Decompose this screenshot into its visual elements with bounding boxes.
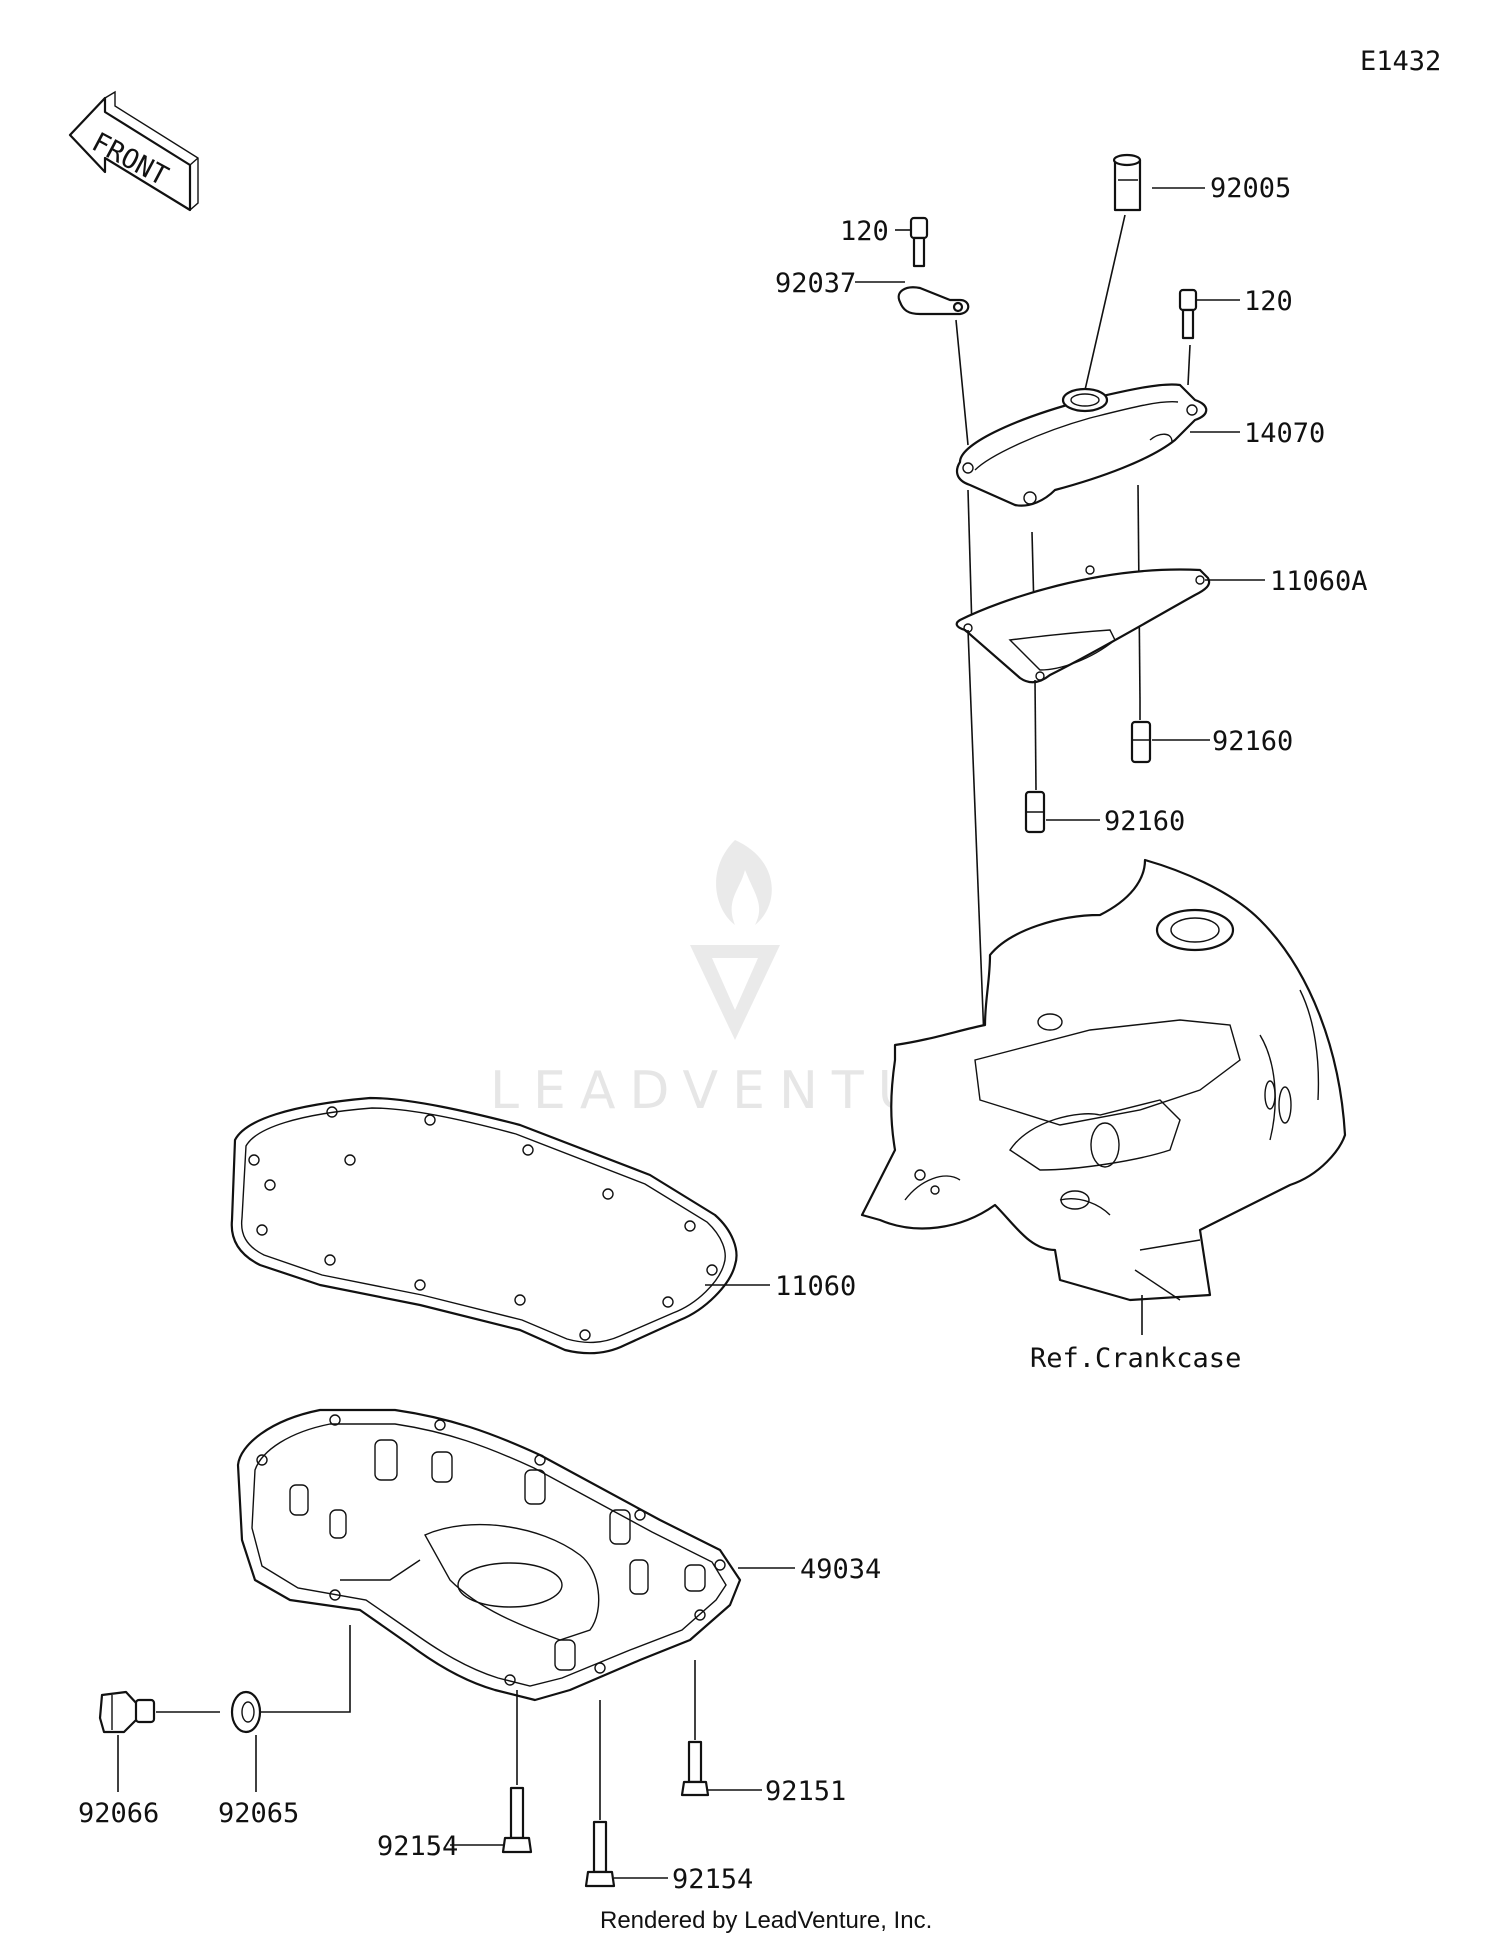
callout-11060: 11060 [775, 1271, 856, 1302]
callout-92037: 92037 [775, 268, 856, 299]
callout-49034: 49034 [800, 1554, 881, 1585]
footer-credit: Rendered by LeadVenture, Inc. [600, 1907, 932, 1934]
part-92154-bolt-left [501, 1786, 533, 1854]
callout-92154-right: 92154 [672, 1864, 753, 1895]
part-14070-cover [955, 383, 1208, 507]
part-120-bolt-left [909, 216, 929, 268]
callout-92160-right: 92160 [1212, 726, 1293, 757]
part-92037-clamp [897, 286, 970, 316]
part-92154-bolt-right [584, 1820, 616, 1888]
part-92065-washer [230, 1690, 262, 1734]
ref-crankcase-label: Ref.Crankcase [1030, 1343, 1241, 1374]
diagram-code: E1432 [1360, 46, 1441, 77]
part-11060-gasket [230, 1096, 738, 1355]
part-92160-dowel-right [1130, 720, 1152, 764]
part-49034-oil-pan [236, 1408, 742, 1702]
callout-14070: 14070 [1244, 418, 1325, 449]
part-92066-drain-plug [98, 1690, 156, 1734]
callout-92066: 92066 [78, 1798, 159, 1829]
callout-92160-left: 92160 [1104, 806, 1185, 837]
part-92005-sleeve [1112, 153, 1142, 212]
callout-120-left: 120 [840, 216, 889, 247]
part-crankcase-reference [860, 858, 1347, 1302]
part-11060A-gasket [955, 565, 1211, 684]
callout-92005: 92005 [1210, 173, 1291, 204]
callout-92065: 92065 [218, 1798, 299, 1829]
front-arrow-icon [68, 90, 199, 212]
part-120-bolt-right [1178, 288, 1198, 340]
part-92160-dowel-left [1024, 790, 1046, 834]
watermark-logo [690, 840, 780, 1040]
callout-92151: 92151 [765, 1776, 846, 1807]
callout-92154-left: 92154 [377, 1831, 458, 1862]
callout-120-right: 120 [1244, 286, 1293, 317]
callout-11060A: 11060A [1270, 566, 1368, 597]
part-92151-bolt [680, 1740, 710, 1797]
